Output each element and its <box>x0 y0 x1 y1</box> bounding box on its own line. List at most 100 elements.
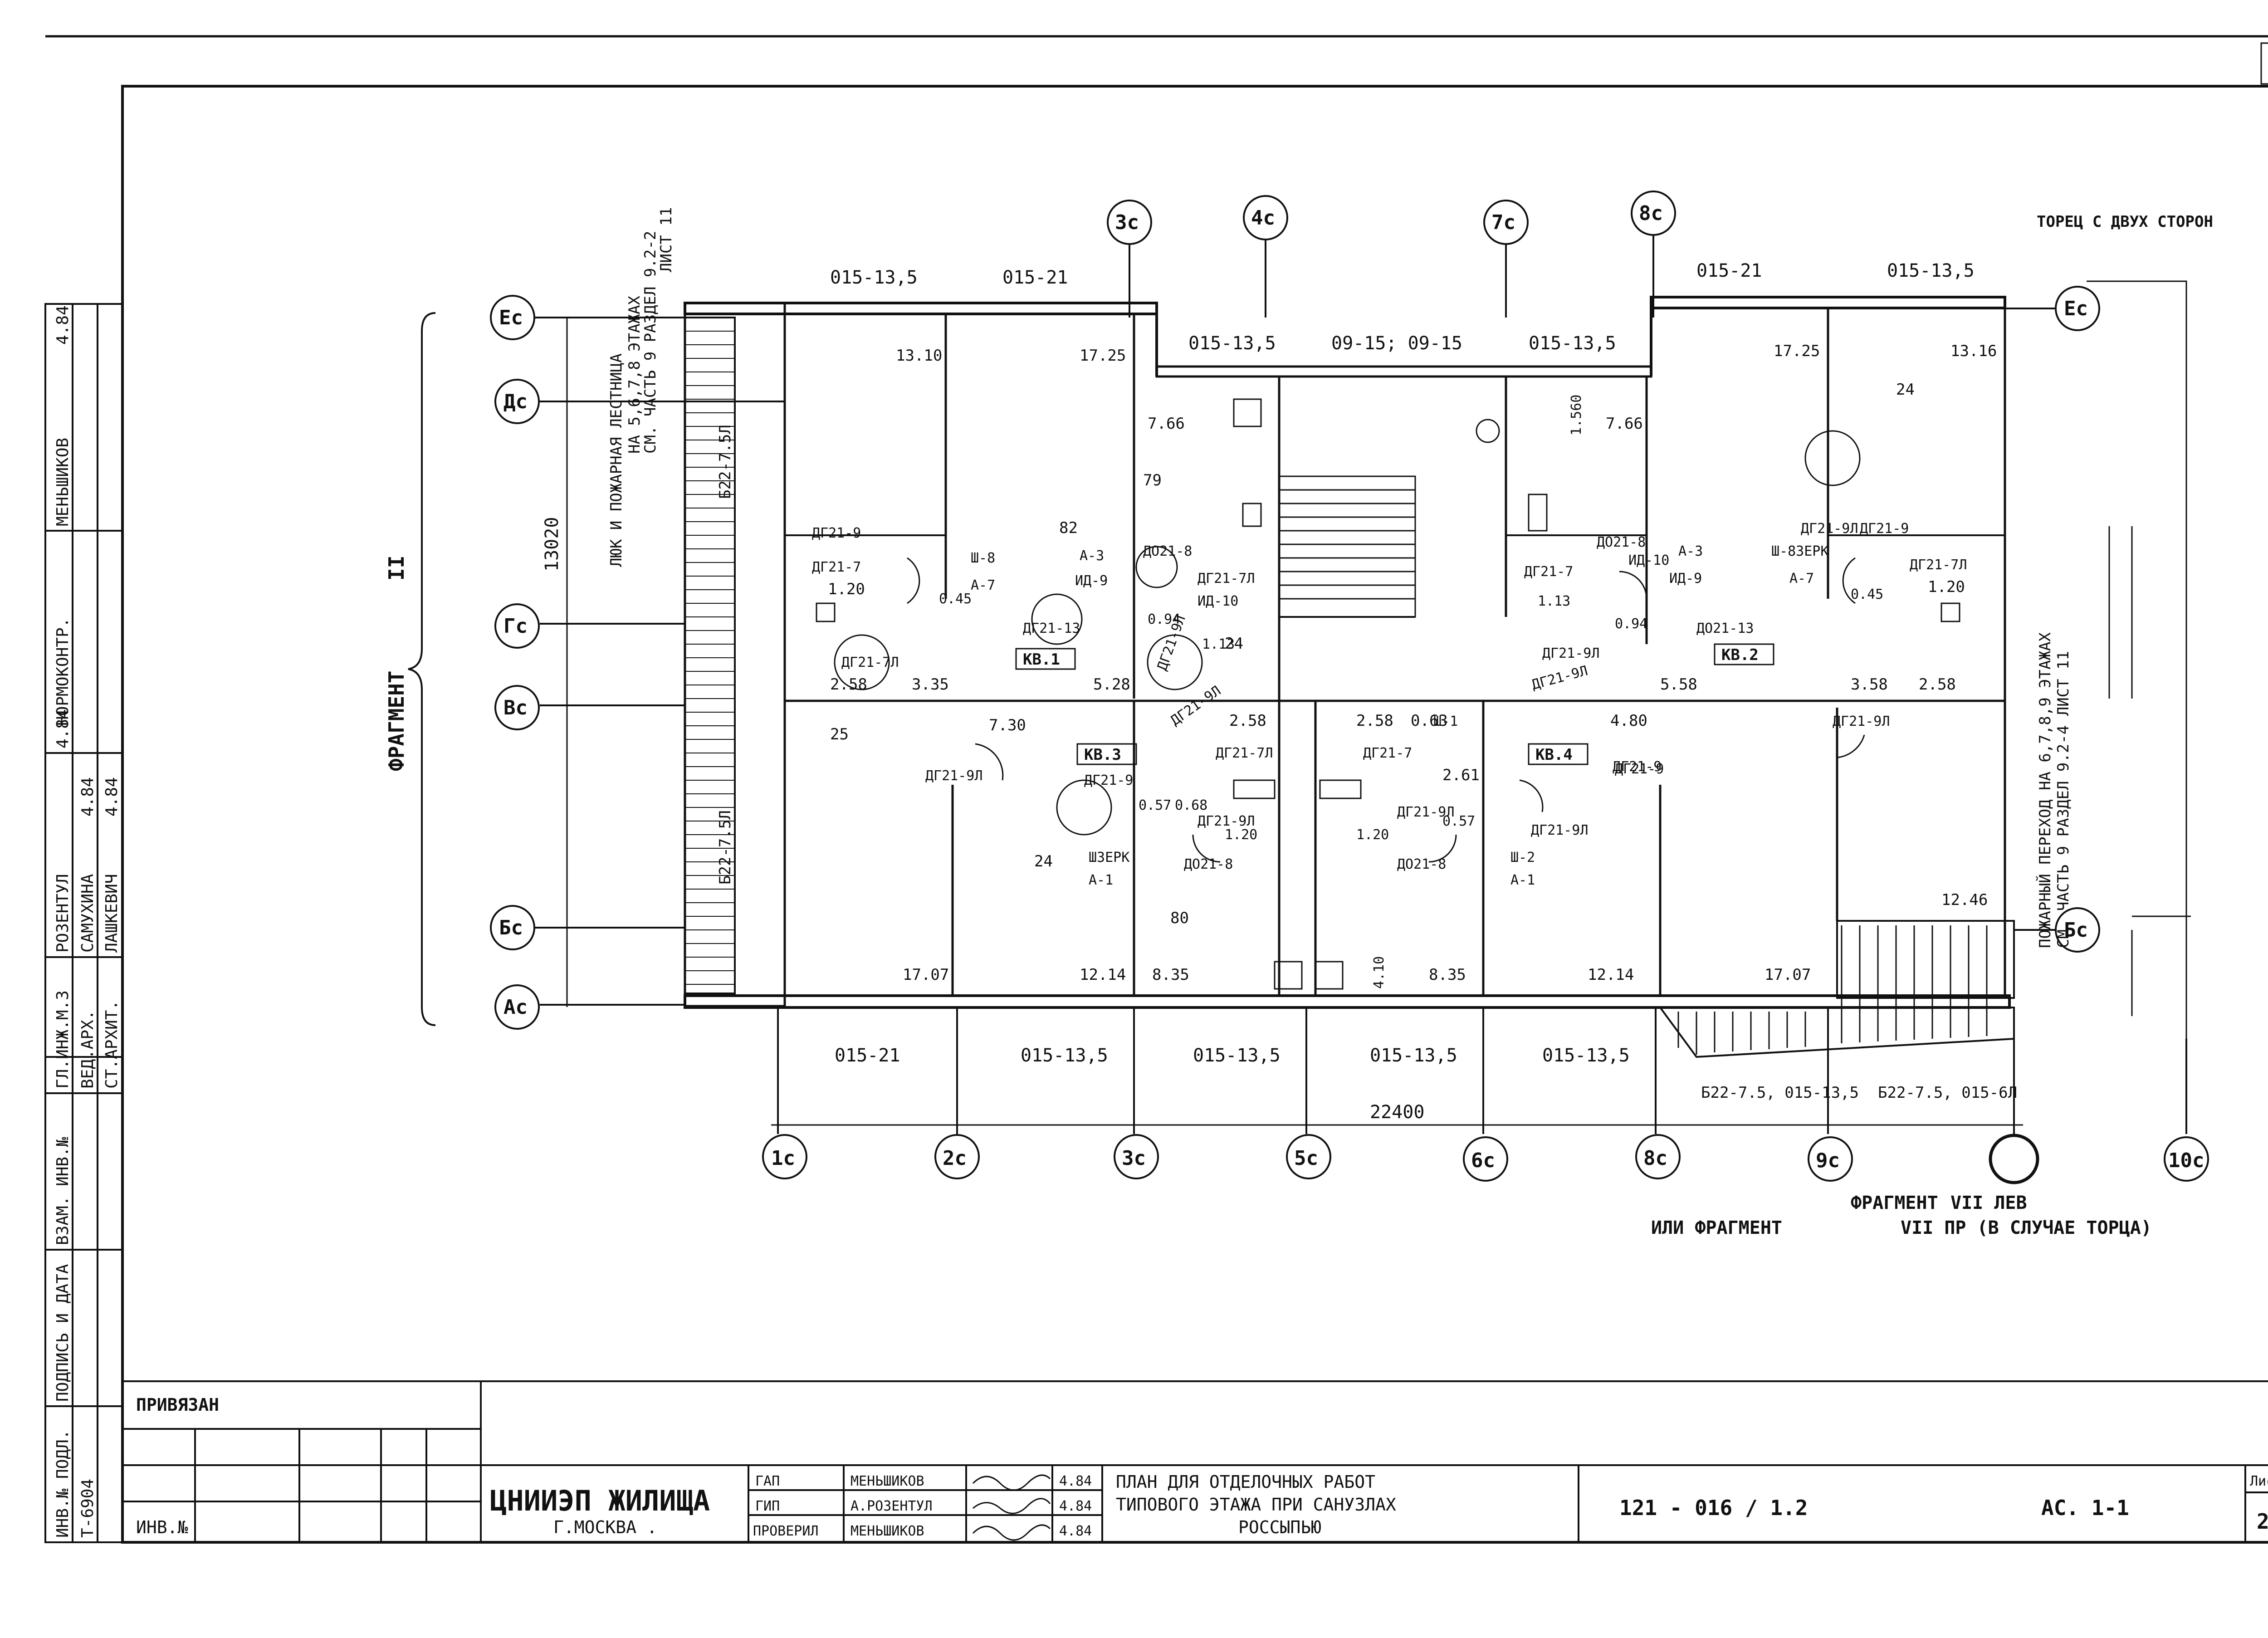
mark-14: ДО21-8 <box>1597 534 1646 550</box>
inv-value: Т-6904 <box>78 1479 97 1538</box>
mark-6: ДГ21-7 <box>1524 564 1573 580</box>
fragment-number: II <box>384 556 409 581</box>
top-axis-markers <box>1107 191 1676 318</box>
overall-dimension: 22400 <box>1370 1102 1424 1123</box>
area-37: 17.07 <box>1765 966 1811 984</box>
area-21: 1.13 <box>1202 636 1235 652</box>
left-axis-markers <box>490 295 785 1030</box>
area-5: 17.25 <box>1774 342 1820 360</box>
area-23: 2.58 <box>1229 712 1266 730</box>
privyazan-label: ПРИВЯЗАН <box>136 1395 219 1415</box>
area-20: 0.94 <box>1615 616 1647 632</box>
apartment-4: КВ.4 <box>1535 746 1573 764</box>
equip-7: ИД-9 <box>1669 571 1702 587</box>
right-axis-markers <box>2005 286 2100 953</box>
field-inv-podl: ИНВ.№ ПОДЛ. <box>54 1430 72 1538</box>
window-top-1: 015-13,5 <box>830 267 918 288</box>
mark-4: ДГ21-9Л <box>925 768 982 784</box>
inv-no-label: ИНВ.№ <box>136 1517 188 1537</box>
mark-21: ДГ21-9Л <box>1397 804 1454 820</box>
signature-checked <box>972 1524 1051 1541</box>
side-panel-label-bottom: Б22-7.5Л <box>716 810 734 885</box>
equip-15: ИД-10 <box>1628 553 1669 568</box>
stair-note-line-4: ЛИСТ 11 <box>657 207 675 272</box>
axis-top-8c: 8с <box>1639 202 1663 225</box>
area-30: 1.20 <box>1356 827 1389 843</box>
area-13: 5.58 <box>1660 675 1697 694</box>
drawing-title-line-3: РОССЫПЬЮ <box>1238 1517 1321 1537</box>
axis-right-Ec: Ес <box>2064 297 2088 320</box>
equip-3: А-3 <box>1080 548 1104 564</box>
approval-date-2: 4.84 <box>103 777 121 817</box>
drawing-title-line-2: ТИПОВОГО ЭТАЖА ПРИ САНУЗЛАХ <box>1116 1495 1396 1515</box>
sheet-number: 28 <box>2257 1509 2268 1534</box>
approval-date-0: 4.84 <box>54 709 72 748</box>
axis-top-3c: 3с <box>1115 211 1139 234</box>
height-dimension: 13020 <box>542 517 562 572</box>
date-gip: 4.84 <box>1059 1498 1092 1514</box>
num-7: 80 <box>1170 909 1189 927</box>
area-8: 0.45 <box>939 591 972 607</box>
num-3: 24 <box>1225 635 1243 653</box>
building-walls <box>684 296 2011 1009</box>
area-33: 12.14 <box>1080 966 1126 984</box>
field-vzam-inv: ВЗАМ. ИНВ.№ <box>54 1137 72 1245</box>
area-35: 8.35 <box>1429 966 1466 984</box>
approval-name-3: МЕНЬШИКОВ <box>54 438 72 526</box>
axis-bubble-3c <box>1114 1134 1159 1179</box>
axis-bubble-10c <box>2164 1136 2209 1182</box>
window-top-2: 015-21 <box>1002 267 1068 288</box>
mark-11: ДГ21-13 <box>1023 621 1080 636</box>
field-signature-date: ПОДПИСЬ И ДАТА <box>54 1264 72 1402</box>
area-38: 12.46 <box>1941 891 1988 909</box>
num-6: 24 <box>1034 852 1053 870</box>
name-gip: А.РОЗЕНТУЛ <box>850 1498 933 1514</box>
area-3: 7.66 <box>1148 415 1185 433</box>
axis-bottom-1c: 1с <box>771 1147 795 1170</box>
mark-26: ДГ21-9Л <box>1531 822 1588 838</box>
fragment-note-line-2: VII ЛЕВ <box>1950 1193 2027 1213</box>
signature-gip <box>973 1498 1051 1514</box>
axis-bubble-Bc-right <box>2055 907 2100 953</box>
mark-15: ДГ21-7Л <box>1198 571 1255 587</box>
window-bottom-4: 015-13,5 <box>1370 1045 1457 1066</box>
approval-role-2: СТ.АРХИТ. <box>103 1000 121 1089</box>
axis-right-Bc: Бс <box>2064 919 2088 942</box>
role-gap: ГАП <box>755 1473 780 1489</box>
axis-bottom-6c: 6с <box>1471 1149 1495 1172</box>
approval-role-0: ГЛ.ИНЖ.М.З <box>54 990 72 1089</box>
role-gip: ГИП <box>755 1498 780 1514</box>
end-wall-note: ТОРЕЦ С ДВУХ СТОРОН <box>2037 213 2213 231</box>
mark-13: ДО21-8 <box>1143 543 1192 559</box>
bottom-balconies <box>1658 920 2015 1058</box>
axis-bubble-Ec <box>490 295 535 340</box>
area-16: 2.58 <box>1919 675 1956 694</box>
document-code: 121 - 016 / 1.2 <box>1619 1496 1808 1520</box>
staircase <box>1278 475 1416 618</box>
window-bottom-1: 015-21 <box>835 1045 900 1066</box>
misc-numbers: 82 79 24 24 25 24 80 <box>830 381 1915 927</box>
drawing-title-line-1: ПЛАН ДЛЯ ОТДЕЛОЧНЫХ РАБОТ <box>1116 1472 1375 1492</box>
mark-7: ДГ21-7Л <box>1910 557 1967 573</box>
num-1: 82 <box>1059 519 1078 537</box>
area-12: 5.28 <box>1093 675 1130 694</box>
axis-bubble-Ac <box>494 984 540 1030</box>
mark-2: ДГ21-7 <box>812 559 861 575</box>
approval-role-1: ВЕД.АРХ. <box>78 1010 97 1089</box>
apartment-labels: КВ.1 КВ.2 КВ.3 КВ.4 <box>1015 643 1774 765</box>
fire-note-line-2: СМ. ЧАСТЬ 9 РАЗДЕЛ 9.2-4 ЛИСТ 11 <box>2054 651 2072 948</box>
axis-left-Bc: Бс <box>499 916 523 939</box>
area-39: 4.10 <box>1371 956 1387 989</box>
approval-date-3: 4.84 <box>54 305 72 345</box>
left-stamp-strip <box>44 303 123 1543</box>
area-40: 1.560 <box>1569 395 1584 435</box>
axis-bottom-3c: 3с <box>1122 1147 1146 1170</box>
axis-left-Ac: Ас <box>503 996 528 1019</box>
apartment-2: КВ.2 <box>1721 646 1759 664</box>
fire-note-line-1: ПОЖАРНЫЙ ПЕРЕХОД НА 6,7,8,9 ЭТАЖАХ <box>2036 632 2054 948</box>
area-22: 1.13 <box>1538 593 1570 609</box>
role-checked: ПРОВЕРИЛ <box>753 1523 819 1539</box>
apartment-1: КВ.1 <box>1023 650 1060 669</box>
